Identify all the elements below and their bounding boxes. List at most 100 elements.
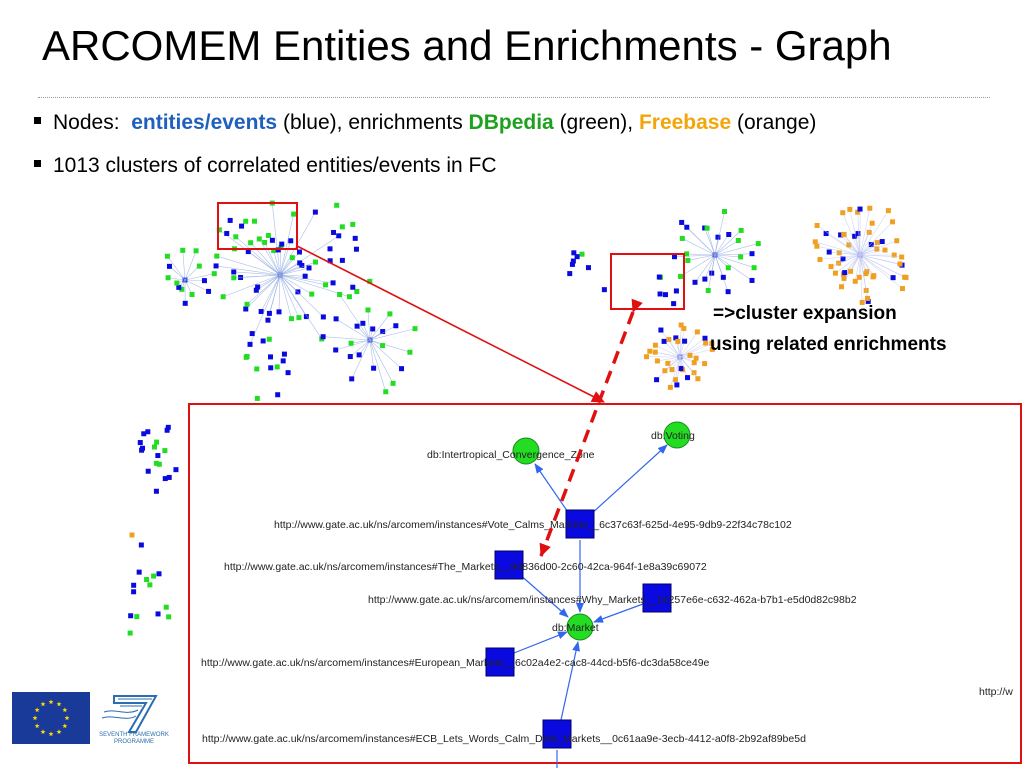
cluster-node: [848, 268, 854, 274]
cluster-node: [327, 246, 333, 252]
cluster-node: [678, 273, 684, 279]
cluster-node: [350, 284, 356, 290]
cluster-edge: [679, 349, 713, 358]
cluster-edge: [248, 251, 281, 276]
cluster-edge: [223, 274, 281, 298]
cluster-node: [288, 238, 294, 244]
cluster-node: [666, 337, 672, 343]
cluster-edge: [714, 254, 755, 268]
cluster-node: [153, 460, 159, 466]
cluster-edge: [350, 339, 371, 357]
orange-text: (orange): [731, 111, 817, 134]
cluster-expansion-arrow: [539, 298, 643, 557]
cluster-node: [239, 223, 245, 229]
cluster-node: [256, 236, 262, 242]
cluster-edge: [714, 254, 753, 281]
cluster-node: [685, 257, 691, 263]
cluster-node: [702, 361, 708, 367]
cluster-node: [693, 355, 699, 361]
cluster-node: [749, 277, 755, 283]
cluster-node: [288, 316, 294, 322]
fp7-line-1: SEVENTH FRAMEWORK: [99, 732, 169, 738]
eu-star-icon: [48, 699, 54, 705]
cluster-node: [346, 294, 352, 300]
cluster-node: [265, 233, 271, 239]
cluster-node: [852, 233, 858, 239]
cluster-node: [312, 209, 318, 215]
cluster-node: [162, 448, 168, 454]
cluster-edge: [714, 240, 739, 256]
cluster-node: [248, 240, 254, 246]
dbpedia-node-zone[interactable]: [512, 437, 540, 465]
cluster-edge: [182, 250, 186, 281]
cluster-edge: [704, 227, 716, 256]
cluster-node: [672, 377, 678, 383]
cluster-edge: [279, 274, 324, 318]
cluster-node: [196, 263, 202, 269]
cluster-edge: [707, 254, 716, 291]
eu-star-icon: [56, 729, 62, 734]
cluster-node: [365, 307, 371, 313]
cluster-node: [882, 247, 888, 253]
cluster-edge: [279, 274, 312, 295]
entity-node-ecb[interactable]: [542, 719, 572, 749]
cluster-node: [601, 287, 607, 293]
cluster-node: [856, 274, 862, 280]
cluster-node: [814, 222, 820, 228]
cluster-node: [725, 265, 731, 271]
cluster-node: [280, 358, 286, 364]
entity-node-european-markets[interactable]: [485, 647, 515, 677]
cluster-edge: [279, 262, 300, 276]
cluster-node: [865, 298, 871, 304]
cluster-node: [137, 440, 143, 446]
cluster-node: [692, 279, 698, 285]
eu-star-icon: [34, 723, 40, 729]
cluster-edge: [269, 274, 281, 314]
cluster-node: [673, 288, 679, 294]
cluster-node: [354, 323, 360, 329]
cluster-node: [675, 338, 681, 344]
cluster-node: [665, 360, 671, 366]
cluster-node: [570, 258, 576, 264]
cluster-node: [269, 237, 275, 243]
cluster-node: [902, 274, 908, 280]
dbpedia-node-market[interactable]: [566, 613, 594, 641]
cluster-node: [266, 310, 272, 316]
cluster-node: [312, 259, 318, 265]
cluster-node: [350, 221, 356, 227]
cluster-edge: [679, 331, 698, 358]
cluster-node: [647, 348, 653, 354]
cluster-edge: [323, 336, 371, 341]
cluster-node: [657, 291, 663, 297]
cluster-edge: [859, 249, 886, 256]
label-voting: db:Voting: [651, 430, 695, 442]
cluster-node: [231, 275, 237, 281]
cluster-edge: [279, 274, 334, 284]
cluster-node: [852, 278, 858, 284]
cluster-node: [356, 352, 362, 358]
cluster-node: [320, 314, 326, 320]
cluster-node: [152, 444, 158, 450]
cluster-edge: [339, 294, 371, 341]
cluster-edge: [859, 240, 897, 256]
cluster-node: [857, 206, 863, 212]
cluster-node: [674, 382, 680, 388]
cluster-node: [260, 338, 266, 344]
cluster-node: [262, 239, 268, 245]
cluster-edge: [857, 212, 861, 256]
bullet-nodes-legend: Nodes: entities/events (blue), enrichmen…: [34, 111, 816, 135]
cluster-node: [890, 219, 896, 225]
cluster-node: [868, 242, 874, 248]
dbpedia-node-voting[interactable]: [663, 421, 691, 449]
cluster-node: [738, 227, 744, 233]
cluster-node: [702, 335, 708, 341]
cluster-node: [380, 329, 386, 335]
cluster-edge: [850, 254, 861, 272]
cluster-edge: [679, 343, 713, 358]
cluster-node: [673, 335, 679, 341]
entity-node-the-markets[interactable]: [494, 550, 524, 580]
cluster-node: [211, 271, 217, 277]
cluster-node: [285, 370, 291, 376]
blue-text: (blue), enrichments: [277, 111, 469, 134]
entity-node-why-markets[interactable]: [642, 583, 672, 613]
